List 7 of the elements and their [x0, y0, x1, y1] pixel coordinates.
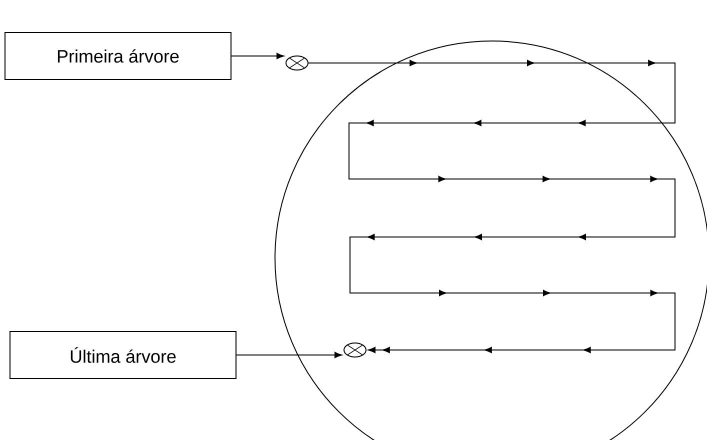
arrow	[231, 52, 284, 60]
arrow	[236, 352, 342, 358]
serpentine-route-arrow	[308, 60, 676, 354]
label-box: Primeira árvore	[4, 32, 232, 80]
tree-marker	[286, 56, 308, 70]
label-box: Última árvore	[10, 331, 236, 379]
tree-marker	[344, 342, 366, 358]
